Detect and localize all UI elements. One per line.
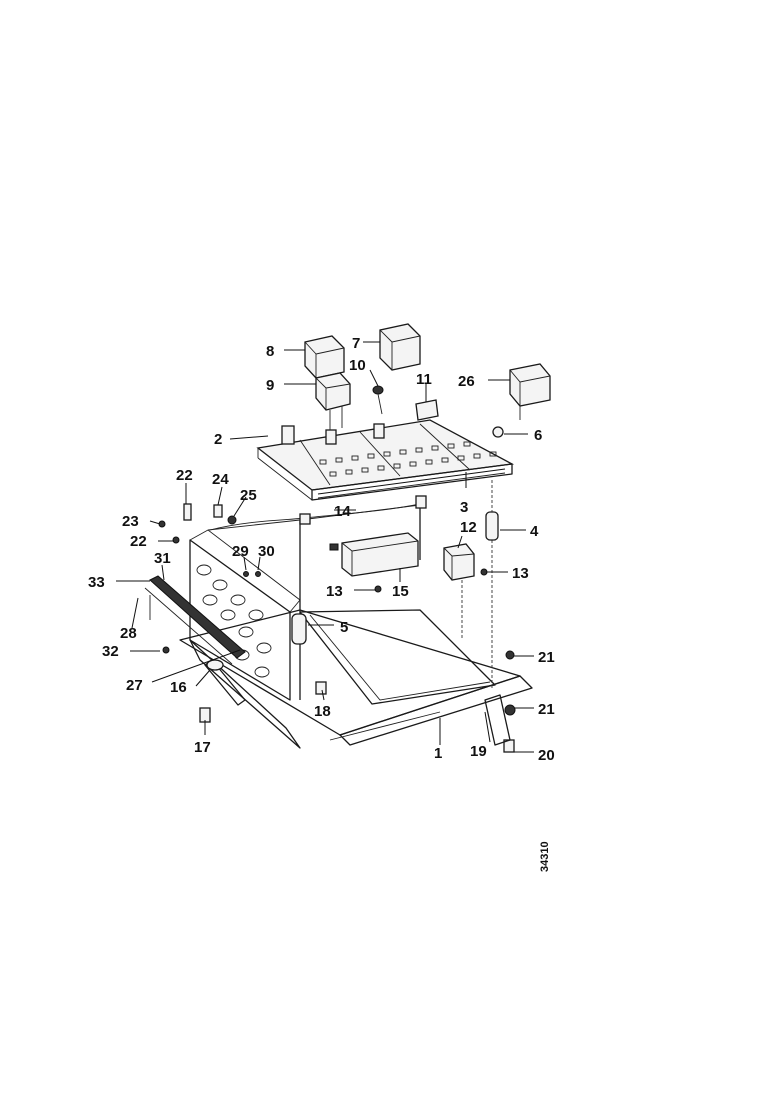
- callout-9: 9: [266, 377, 274, 394]
- callout-1: 1: [434, 745, 442, 762]
- side-bracket: [189, 529, 301, 701]
- edge-connector: [317, 468, 506, 499]
- callout-labels: 8 7 10 9 11 26 2 6 3 4 14 12 13 13 15 5 …: [88, 335, 555, 764]
- callout-29: 29: [232, 543, 249, 560]
- callout-8: 8: [266, 343, 274, 360]
- callout-6: 6: [534, 427, 542, 444]
- callout-22b: 22: [130, 533, 147, 550]
- module-15: [329, 532, 419, 577]
- callout-24: 24: [212, 471, 229, 488]
- diode-10: [372, 385, 384, 415]
- callout-7: 7: [352, 335, 360, 352]
- callout-28: 28: [120, 625, 137, 642]
- callout-12: 12: [460, 519, 477, 536]
- callout-17: 17: [194, 739, 211, 756]
- relay-12: [443, 543, 475, 581]
- relay-7: [379, 323, 421, 371]
- callout-30: 30: [258, 543, 275, 560]
- callout-31: 31: [154, 550, 171, 567]
- callout-13a: 13: [326, 583, 343, 600]
- relay-9: [315, 372, 351, 430]
- callout-3: 3: [460, 499, 468, 516]
- callout-10: 10: [349, 357, 366, 374]
- clip-bar: [204, 659, 246, 706]
- spacer-5: [291, 613, 307, 645]
- nut-6: [492, 426, 504, 438]
- board-components: [281, 423, 497, 486]
- drawing-reference-number: 34310: [539, 841, 551, 872]
- small-hardware: [149, 503, 516, 753]
- spacer-4: [485, 511, 499, 541]
- callout-13b: 13: [512, 565, 529, 582]
- callout-2: 2: [214, 431, 222, 448]
- callout-21b: 21: [538, 701, 555, 718]
- callout-32: 32: [102, 643, 119, 660]
- callout-21a: 21: [538, 649, 555, 666]
- callout-23: 23: [122, 513, 139, 530]
- callout-22a: 22: [176, 467, 193, 484]
- terminal-strip: [144, 575, 246, 665]
- callout-4: 4: [530, 523, 539, 540]
- callout-20: 20: [538, 747, 555, 764]
- relay-26: [509, 363, 551, 420]
- callout-11: 11: [416, 371, 432, 388]
- leader-lines: [116, 341, 534, 753]
- socket-11: [415, 399, 439, 421]
- callout-15: 15: [392, 583, 409, 600]
- callout-33: 33: [88, 574, 105, 591]
- callout-19: 19: [470, 743, 487, 760]
- callout-16: 16: [170, 679, 187, 696]
- base-plate: [179, 609, 533, 749]
- callout-25: 25: [240, 487, 257, 504]
- callout-26: 26: [458, 373, 475, 390]
- relay-8: [304, 335, 345, 379]
- wire-14: [209, 495, 427, 531]
- callout-5: 5: [340, 619, 348, 636]
- callout-27: 27: [126, 677, 143, 694]
- callout-18: 18: [314, 703, 331, 720]
- circuit-board: [256, 419, 515, 501]
- callout-14: 14: [334, 503, 351, 520]
